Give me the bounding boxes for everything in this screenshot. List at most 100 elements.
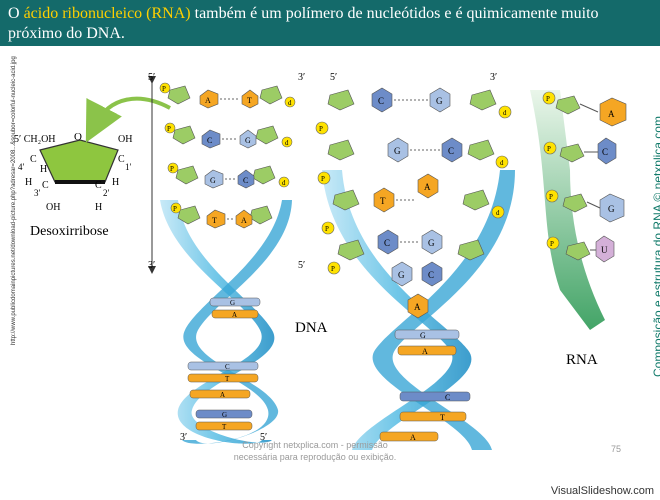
base-t: T [380, 196, 386, 206]
atom-c-bottom-right: C [95, 180, 102, 191]
pair-c-g-1: C G [201, 129, 257, 149]
atom-h-bottom: H [95, 202, 102, 213]
atom-h-right: H [112, 177, 119, 188]
base-g: G [436, 96, 443, 106]
base-t: T [225, 375, 230, 383]
base-g: G [245, 136, 251, 145]
dna-middle-phosphates: P P P P d d d [315, 105, 512, 275]
label-5prime-mid-left: 5′ [298, 260, 305, 271]
nucleic-acid-diagram: O 5′ CH₂OH OH C 1′ H C 4′ H H C 3′ C 2′ … [14, 72, 627, 450]
title-highlight: ácido ribonucleico (RNA) [23, 5, 191, 22]
atom-oh-bottom: OH [46, 202, 60, 213]
atom-c2: 2′ [103, 188, 110, 198]
rna-label: RNA [566, 352, 598, 368]
pointer-arrow [85, 96, 171, 143]
phosphate-label: P [546, 95, 550, 103]
base-c: C [445, 393, 450, 402]
footer-brand: VisualSlideshow.com [550, 485, 654, 497]
atom-h-left: H [40, 164, 47, 175]
label-3prime-bottom: 3′ [180, 432, 187, 443]
label-3prime-top-middle: 3′ [490, 72, 497, 83]
atom-c5: 5′ CH₂OH [14, 134, 56, 145]
rna-base-c: C [602, 147, 608, 157]
base-c: C [225, 363, 230, 371]
base-g: G [428, 238, 435, 248]
watermark-line-1: Copyright netxplica.com - permissão [242, 440, 388, 450]
base-g: G [420, 331, 426, 340]
dna-label: DNA [295, 320, 328, 336]
base-a: A [232, 311, 237, 319]
dna-left-phosphates: P P P P d d d [159, 82, 296, 214]
base-a: A [414, 302, 421, 312]
atom-o: O [74, 131, 82, 143]
base-g: G [230, 299, 235, 307]
base-t: T [247, 96, 252, 105]
copyright-watermark: Copyright netxplica.com - permissão nece… [210, 439, 420, 463]
atom-c4: 4′ [18, 162, 25, 172]
atom-oh-right: OH [118, 134, 132, 145]
base-c: C [378, 96, 384, 106]
base-t: T [212, 216, 217, 225]
label-5prime-bottom: 5′ [260, 432, 267, 443]
dna-middle-helix-pairs: G A C T A [379, 329, 471, 442]
atom-h-bottom-left: H [25, 177, 32, 188]
label-5prime-top-middle: 5′ [330, 72, 337, 83]
rna-base-u: U [601, 245, 608, 255]
atom-c-bottom-left: C [42, 180, 49, 191]
base-c: C [428, 270, 434, 280]
base-g: G [394, 146, 401, 156]
rna-base-a: A [608, 109, 615, 119]
dna-helix-left [160, 200, 292, 444]
phosphate-label: P [162, 85, 166, 93]
phosphate-label: P [331, 265, 335, 273]
dna-left-backbone [167, 85, 283, 225]
base-a: A [220, 391, 225, 399]
dna-left-basepairs: A T C G G C T A [199, 89, 259, 229]
page-number: 75 [611, 444, 622, 454]
base-a: A [424, 182, 431, 192]
base-a: A [205, 96, 211, 105]
base-c: C [243, 176, 248, 185]
slide-title: O ácido ribonucleico (RNA) também é um p… [0, 0, 660, 46]
dna-helix-middle [322, 170, 515, 450]
atom-c3: 3′ [34, 188, 41, 198]
sugar-title: Desoxirribose [30, 224, 109, 239]
atom-c-right: C [118, 154, 125, 165]
title-rest: também é um polímero de nucleótidos e é … [8, 5, 599, 42]
phosphate-label: P [170, 165, 174, 173]
phosphate-label: P [549, 193, 553, 201]
atom-c-left: C [30, 154, 37, 165]
watermark-line-2: necessária para reprodução ou exibição. [233, 452, 397, 462]
title-prefix: O [8, 5, 24, 22]
rna-strand: A C G U P P P P [530, 90, 627, 330]
deoxy-label: d [288, 99, 292, 107]
atom-c1: 1′ [125, 162, 132, 172]
base-c: C [384, 238, 390, 248]
base-g: G [222, 411, 227, 419]
phosphate-label: P [325, 225, 329, 233]
phosphate-label: P [321, 175, 325, 183]
phosphate-label: P [173, 205, 177, 213]
deoxy-label: d [496, 209, 500, 217]
pair-a-t-1: A T [199, 89, 259, 109]
label-5prime-top-left: 5′ [148, 72, 155, 83]
deoxy-label: d [282, 179, 286, 187]
dna-left-helix-pairs: G A C T A G T [187, 297, 261, 431]
label-3prime-mid-left: 3′ [148, 260, 155, 271]
base-c: C [207, 136, 212, 145]
phosphate-label: P [319, 125, 323, 133]
base-g: G [398, 270, 405, 280]
base-t: T [222, 423, 227, 431]
base-a: A [410, 433, 416, 442]
phosphate-label: P [547, 145, 551, 153]
dna-middle-ladder: C G G C T A C G G C A [327, 87, 497, 319]
deoxyribose-structure: O 5′ CH₂OH OH C 1′ H C 4′ H H C 3′ C 2′ … [14, 131, 132, 239]
base-a: A [241, 216, 247, 225]
deoxy-label: d [500, 159, 504, 167]
base-g: G [210, 176, 216, 185]
base-a: A [422, 347, 428, 356]
base-t: T [440, 413, 445, 422]
rna-base-g: G [608, 204, 615, 214]
phosphate-label: P [550, 240, 554, 248]
deoxy-label: d [503, 109, 507, 117]
